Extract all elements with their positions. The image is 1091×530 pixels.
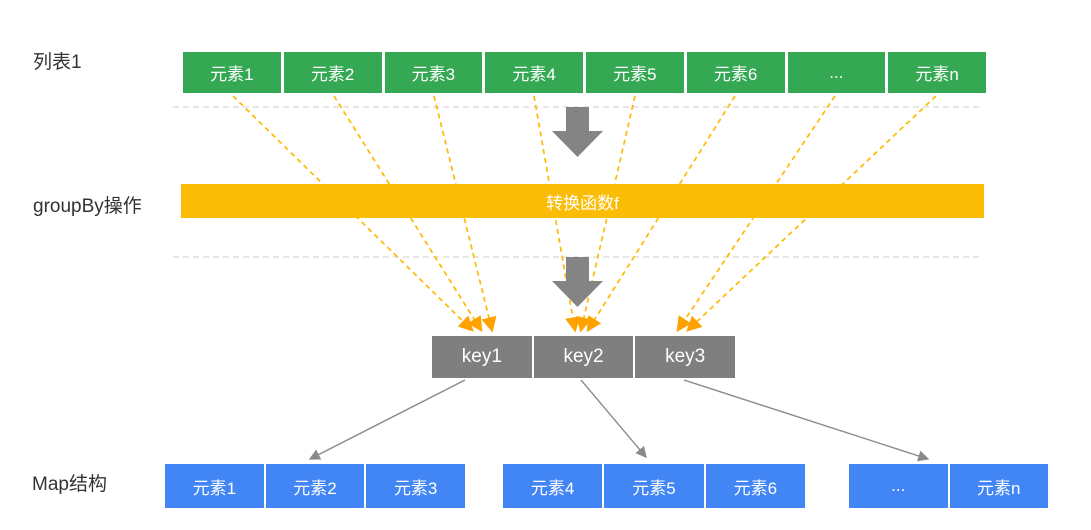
key-row: key1 key2 key3 bbox=[432, 336, 736, 378]
map-cell: 元素5 bbox=[604, 464, 704, 508]
map-cell: 元素3 bbox=[366, 464, 466, 508]
list-cell: 元素3 bbox=[384, 52, 483, 93]
list-row: 元素1 元素2 元素3 元素4 元素5 元素6 ... 元素n bbox=[183, 52, 986, 93]
map-cell-ellipsis: ... bbox=[849, 464, 948, 508]
map-group-1: 元素1 元素2 元素3 bbox=[165, 464, 466, 508]
label-list1: 列表1 bbox=[33, 52, 82, 73]
key-cell: key1 bbox=[432, 336, 532, 378]
map-cell: 元素2 bbox=[265, 464, 365, 508]
list-cell: 元素4 bbox=[485, 52, 583, 93]
list-cell: 元素n bbox=[888, 52, 986, 93]
key-cell: key3 bbox=[635, 336, 736, 378]
key-to-group-arrows bbox=[308, 379, 930, 462]
map-cell: 元素1 bbox=[165, 464, 264, 508]
label-map-structure: Map结构 bbox=[32, 474, 107, 495]
key-cell: key2 bbox=[533, 336, 634, 378]
map-group-3: ... 元素n bbox=[849, 464, 1048, 508]
label-groupby-operation: groupBy操作 bbox=[33, 196, 142, 217]
map-group-2: 元素4 元素5 元素6 bbox=[503, 464, 805, 508]
map-cell: 元素4 bbox=[503, 464, 603, 508]
list-cell: 元素6 bbox=[686, 52, 785, 93]
list-cell: 元素1 bbox=[183, 52, 281, 93]
list-cell: 元素5 bbox=[586, 52, 684, 93]
down-arrow-icon bbox=[552, 107, 603, 307]
map-cell: 元素n bbox=[949, 464, 1048, 508]
list-cell: 元素2 bbox=[283, 52, 382, 93]
transform-function-bar: 转换函数f bbox=[181, 184, 984, 218]
map-cell: 元素6 bbox=[705, 464, 805, 508]
list-cell-ellipsis: ... bbox=[787, 52, 886, 93]
